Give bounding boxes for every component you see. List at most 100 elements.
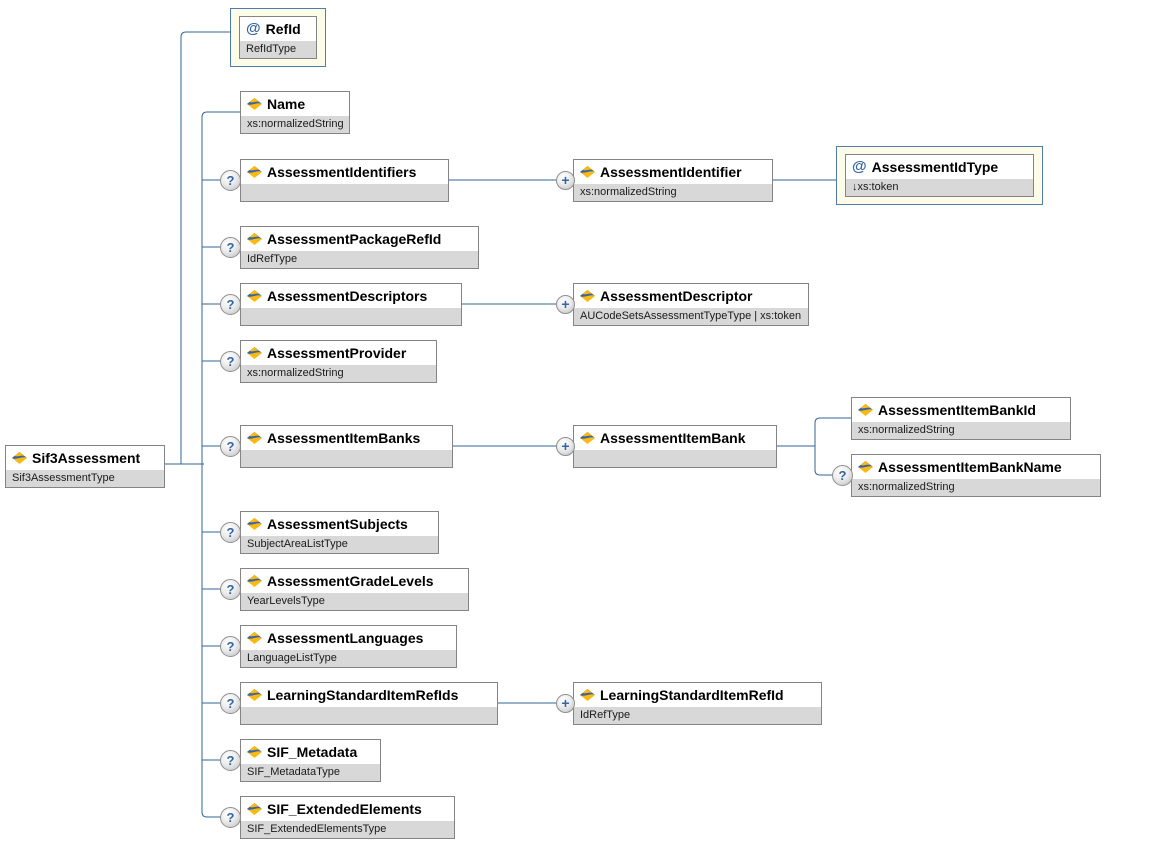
element-icon <box>247 347 262 359</box>
node-assessment-provider[interactable]: AssessmentProvider xs:normalizedString <box>240 340 437 383</box>
connector-itembank-down <box>814 446 833 476</box>
optional-badge: ? <box>220 807 241 828</box>
node-type: IdRefType <box>241 251 478 268</box>
element-icon <box>247 746 262 758</box>
node-label: Sif3Assessment <box>32 450 141 466</box>
node-type: SubjectAreaListType <box>241 536 438 553</box>
element-icon <box>580 689 595 701</box>
node-type <box>241 707 497 724</box>
optional-badge: ? <box>220 750 241 771</box>
node-label: Name <box>267 96 306 112</box>
node-assessment-identifier[interactable]: AssessmentIdentifier xs:normalizedString <box>573 159 773 202</box>
element-icon <box>247 575 262 587</box>
node-label: AssessmentIdentifier <box>600 164 742 180</box>
repeat-badge: + <box>556 295 575 314</box>
attribute-icon: @ <box>852 158 867 175</box>
node-type: xs:normalizedString <box>852 422 1070 439</box>
node-label: AssessmentDescriptors <box>267 288 428 304</box>
optional-badge: ? <box>832 465 853 486</box>
node-type <box>241 308 461 325</box>
node-type: Sif3AssessmentType <box>6 470 164 487</box>
element-icon <box>247 518 262 530</box>
node-learning-standard-item-refid[interactable]: LearningStandardItemRefId IdRefType <box>573 682 822 725</box>
node-assessment-package-refid[interactable]: AssessmentPackageRefId IdRefType <box>240 226 479 269</box>
connector-main-trunk <box>201 111 241 818</box>
node-label: AssessmentItemBank <box>600 430 746 446</box>
node-label: AssessmentDescriptor <box>600 288 753 304</box>
element-icon <box>580 432 595 444</box>
node-assessment-item-bank[interactable]: AssessmentItemBank <box>573 425 777 468</box>
repeat-badge: + <box>556 171 575 190</box>
node-label: SIF_ExtendedElements <box>267 801 422 817</box>
node-type <box>574 450 776 467</box>
node-label: AssessmentSubjects <box>267 516 408 532</box>
node-label: RefId <box>265 21 301 37</box>
node-label: AssessmentPackageRefId <box>267 231 442 247</box>
element-icon <box>247 689 262 701</box>
node-assessment-descriptors[interactable]: AssessmentDescriptors <box>240 283 462 326</box>
node-sif-metadata[interactable]: SIF_Metadata SIF_MetadataType <box>240 739 381 782</box>
node-name[interactable]: Name xs:normalizedString <box>240 91 350 134</box>
element-icon <box>247 233 262 245</box>
node-type <box>241 184 448 201</box>
node-assessment-item-bank-id[interactable]: AssessmentItemBankId xs:normalizedString <box>851 397 1071 440</box>
node-learning-standard-item-refids[interactable]: LearningStandardItemRefIds <box>240 682 498 725</box>
node-assessment-item-bank-name[interactable]: AssessmentItemBankName xs:normalizedStri… <box>851 454 1101 497</box>
element-icon <box>247 98 262 110</box>
optional-badge: ? <box>220 294 241 315</box>
node-label: AssessmentIdType <box>871 159 999 175</box>
node-type: ↓xs:token <box>846 179 1033 196</box>
element-icon <box>580 290 595 302</box>
node-label: AssessmentItemBanks <box>267 430 421 446</box>
element-icon <box>247 290 262 302</box>
node-assessment-grade-levels[interactable]: AssessmentGradeLevels YearLevelsType <box>240 568 469 611</box>
node-type: xs:normalizedString <box>574 184 772 201</box>
element-icon <box>858 461 873 473</box>
repeat-badge: + <box>556 694 575 713</box>
element-icon <box>858 404 873 416</box>
element-icon <box>247 632 262 644</box>
node-type: AUCodeSetsAssessmentTypeType | xs:token <box>574 308 808 325</box>
node-type: xs:normalizedString <box>241 365 436 382</box>
optional-badge: ? <box>220 636 241 657</box>
repeat-badge: + <box>556 437 575 456</box>
node-label: SIF_Metadata <box>267 744 358 760</box>
node-assessment-languages[interactable]: AssessmentLanguages LanguageListType <box>240 625 457 668</box>
node-label: AssessmentItemBankName <box>878 459 1062 475</box>
node-type: YearLevelsType <box>241 593 468 610</box>
optional-badge: ? <box>220 693 241 714</box>
element-icon <box>12 452 27 464</box>
optional-badge: ? <box>220 237 241 258</box>
attribute-icon: @ <box>246 20 261 37</box>
element-icon <box>247 432 262 444</box>
node-sif-extended-elements[interactable]: SIF_ExtendedElements SIF_ExtendedElement… <box>240 796 455 839</box>
attr-box-assessment-id-type: @ AssessmentIdType ↓xs:token <box>836 146 1043 205</box>
node-refid[interactable]: @ RefId RefIdType <box>239 16 317 59</box>
attr-box-refid: @ RefId RefIdType <box>230 8 326 67</box>
node-type: xs:normalizedString <box>852 479 1100 496</box>
node-type: IdRefType <box>574 707 821 724</box>
node-type <box>241 450 452 467</box>
node-assessment-item-banks[interactable]: AssessmentItemBanks <box>240 425 453 468</box>
node-label: AssessmentItemBankId <box>878 402 1036 418</box>
node-label: AssessmentIdentifiers <box>267 164 417 180</box>
node-type: SIF_MetadataType <box>241 764 380 781</box>
node-type: LanguageListType <box>241 650 456 667</box>
node-label: AssessmentProvider <box>267 345 407 361</box>
element-icon <box>247 803 262 815</box>
optional-badge: ? <box>220 170 241 191</box>
node-assessment-descriptor[interactable]: AssessmentDescriptor AUCodeSetsAssessmen… <box>573 283 809 326</box>
node-assessment-identifiers[interactable]: AssessmentIdentifiers <box>240 159 449 202</box>
node-assessment-id-type[interactable]: @ AssessmentIdType ↓xs:token <box>845 154 1034 197</box>
optional-badge: ? <box>220 351 241 372</box>
node-label: AssessmentGradeLevels <box>267 573 434 589</box>
optional-badge: ? <box>220 436 241 457</box>
node-assessment-subjects[interactable]: AssessmentSubjects SubjectAreaListType <box>240 511 439 554</box>
optional-badge: ? <box>220 522 241 543</box>
connector-attr-trunk <box>180 31 231 464</box>
node-label: LearningStandardItemRefIds <box>267 687 459 703</box>
node-label: AssessmentLanguages <box>267 630 424 646</box>
node-sif3assessment[interactable]: Sif3Assessment Sif3AssessmentType <box>5 445 165 488</box>
